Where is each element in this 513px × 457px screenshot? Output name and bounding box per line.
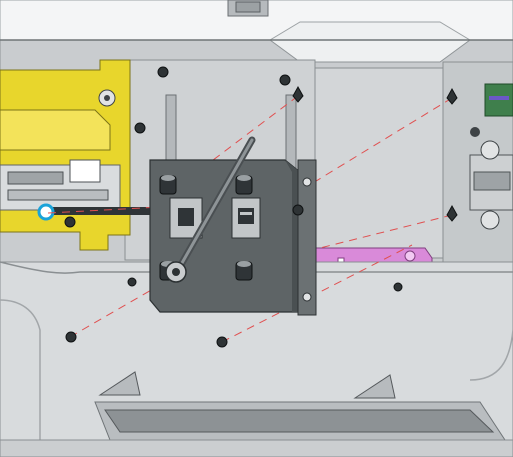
inner-panel-right [314, 67, 444, 259]
bracket-side-flange [297, 159, 317, 316]
screw [279, 74, 291, 86]
screw [393, 282, 403, 292]
screw [65, 331, 77, 343]
screws [64, 66, 458, 348]
screw [216, 336, 228, 348]
screw [446, 204, 458, 222]
screw [134, 122, 146, 134]
cable-clip-ring [37, 203, 55, 221]
side-connector [469, 127, 513, 230]
screw [292, 85, 304, 103]
port-bracket [149, 159, 317, 316]
screw [64, 216, 76, 228]
screw [157, 66, 169, 78]
connector-rod [40, 207, 160, 215]
yellow-module [0, 59, 131, 251]
front-housing [0, 261, 513, 457]
screwdriver [165, 136, 256, 283]
screw [446, 87, 458, 105]
screw [292, 204, 304, 216]
screw [127, 277, 137, 287]
